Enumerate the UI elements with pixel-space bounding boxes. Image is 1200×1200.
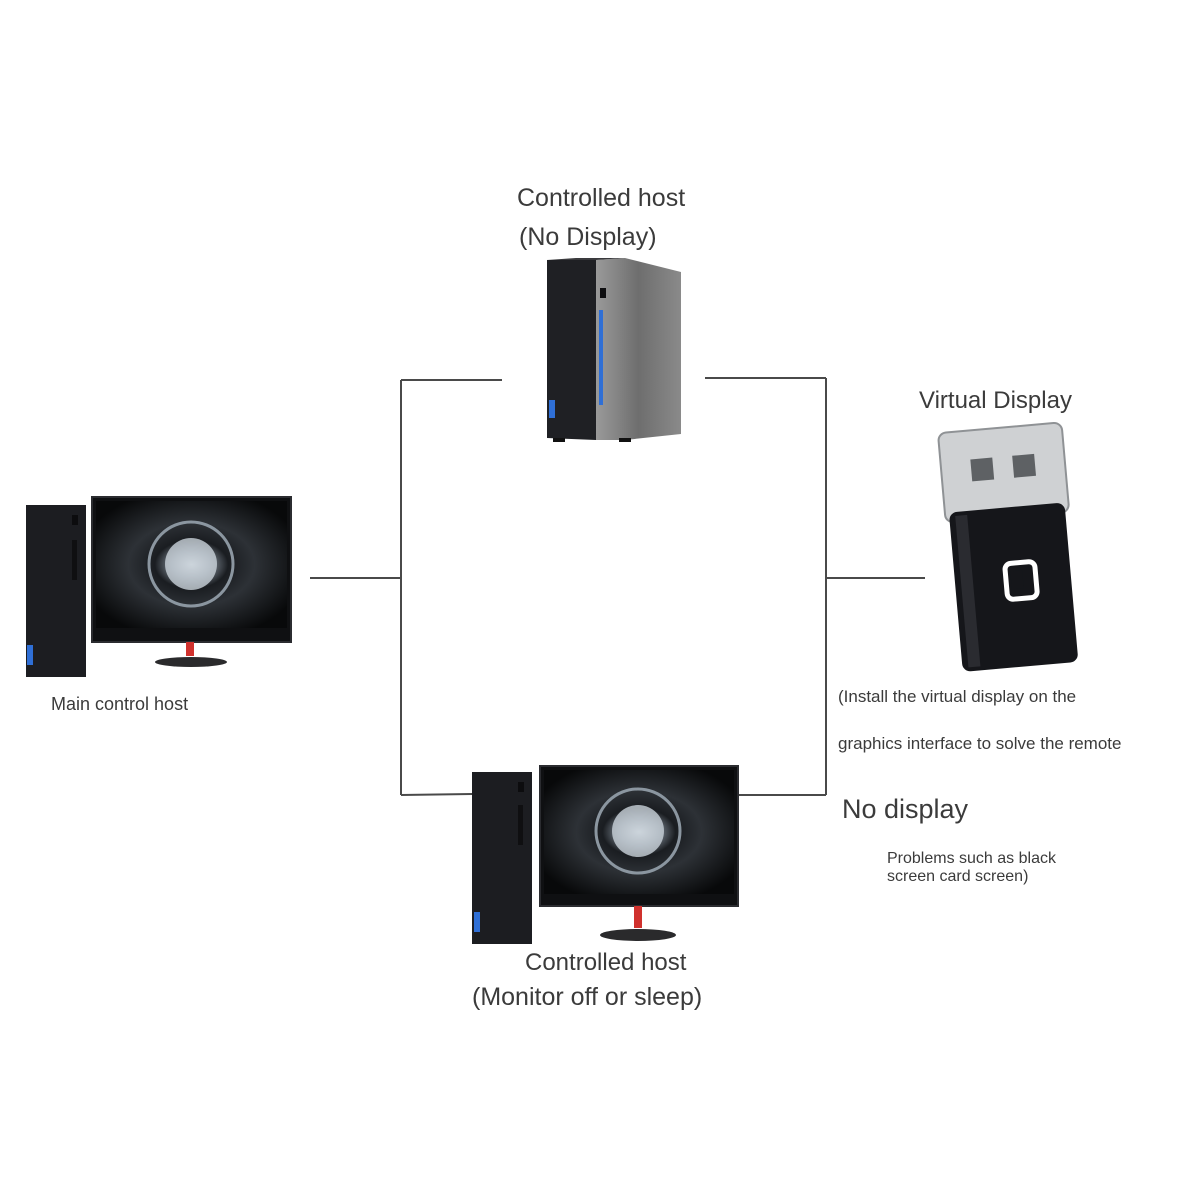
main-control-host-label: Main control host: [51, 694, 189, 714]
controlled-host-bottom-subtitle: (Monitor off or sleep): [472, 983, 703, 1011]
controlled-host-top-title: Controlled host: [517, 184, 686, 212]
controlled-host-bottom-title: Controlled host: [525, 949, 687, 976]
problem-line1: Problems such as black: [887, 850, 1056, 867]
problem-line2: screen card screen): [887, 868, 1029, 885]
virtual-display-note-line2: graphics interface to solve the remote: [838, 734, 1122, 753]
virtual-display-note-line1: (Install the virtual display on the: [838, 687, 1077, 706]
line-bottom-left: [400, 793, 473, 796]
controlled-host-top-subtitle: (No Display): [519, 223, 657, 251]
virtual-display-title: Virtual Display: [919, 387, 1072, 414]
no-display-heading: No display: [842, 794, 969, 824]
